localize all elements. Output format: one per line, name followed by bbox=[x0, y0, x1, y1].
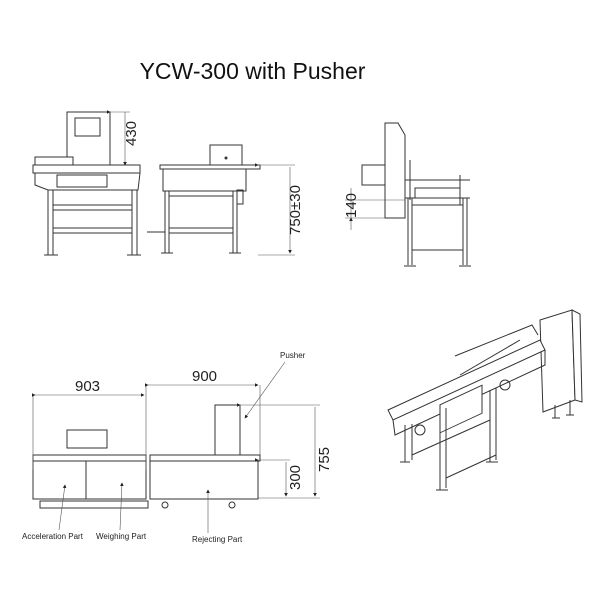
drawing-title: YCW-300 with Pusher bbox=[139, 58, 366, 84]
top-view: 903 900 755 300 Pusher Acceleration Part… bbox=[22, 351, 333, 544]
label-rejecting-part: Rejecting Part bbox=[192, 535, 243, 544]
front-view: 430 750±30 bbox=[32, 111, 304, 256]
dimension-900: 900 bbox=[145, 368, 261, 455]
dim-750-label: 750±30 bbox=[287, 185, 304, 235]
isometric-view bbox=[387, 309, 583, 491]
dim-903-label: 903 bbox=[75, 378, 100, 395]
dimension-750: 750±30 bbox=[258, 165, 304, 255]
dimension-903: 903 bbox=[32, 378, 147, 470]
pusher-block bbox=[361, 164, 387, 186]
dimension-300: 300 bbox=[258, 460, 304, 496]
checkweigher-unit bbox=[32, 111, 141, 256]
rejector-unit bbox=[147, 144, 261, 254]
dim-300-label: 300 bbox=[287, 465, 304, 490]
label-pusher: Pusher bbox=[280, 351, 306, 360]
display-top bbox=[66, 429, 108, 449]
label-acceleration-part: Acceleration Part bbox=[22, 532, 84, 541]
dim-140-label: 140 bbox=[343, 193, 360, 218]
side-view: 140 bbox=[343, 122, 471, 267]
dimension-430: 430 bbox=[110, 112, 140, 165]
dim-900-label: 900 bbox=[192, 368, 217, 385]
dim-430-label: 430 bbox=[123, 121, 140, 146]
pusher-top bbox=[214, 404, 241, 456]
dimension-140: 140 bbox=[343, 188, 405, 230]
dim-755-label: 755 bbox=[316, 447, 333, 472]
label-weighing-part: Weighing Part bbox=[96, 532, 147, 541]
display-screen bbox=[74, 117, 101, 137]
